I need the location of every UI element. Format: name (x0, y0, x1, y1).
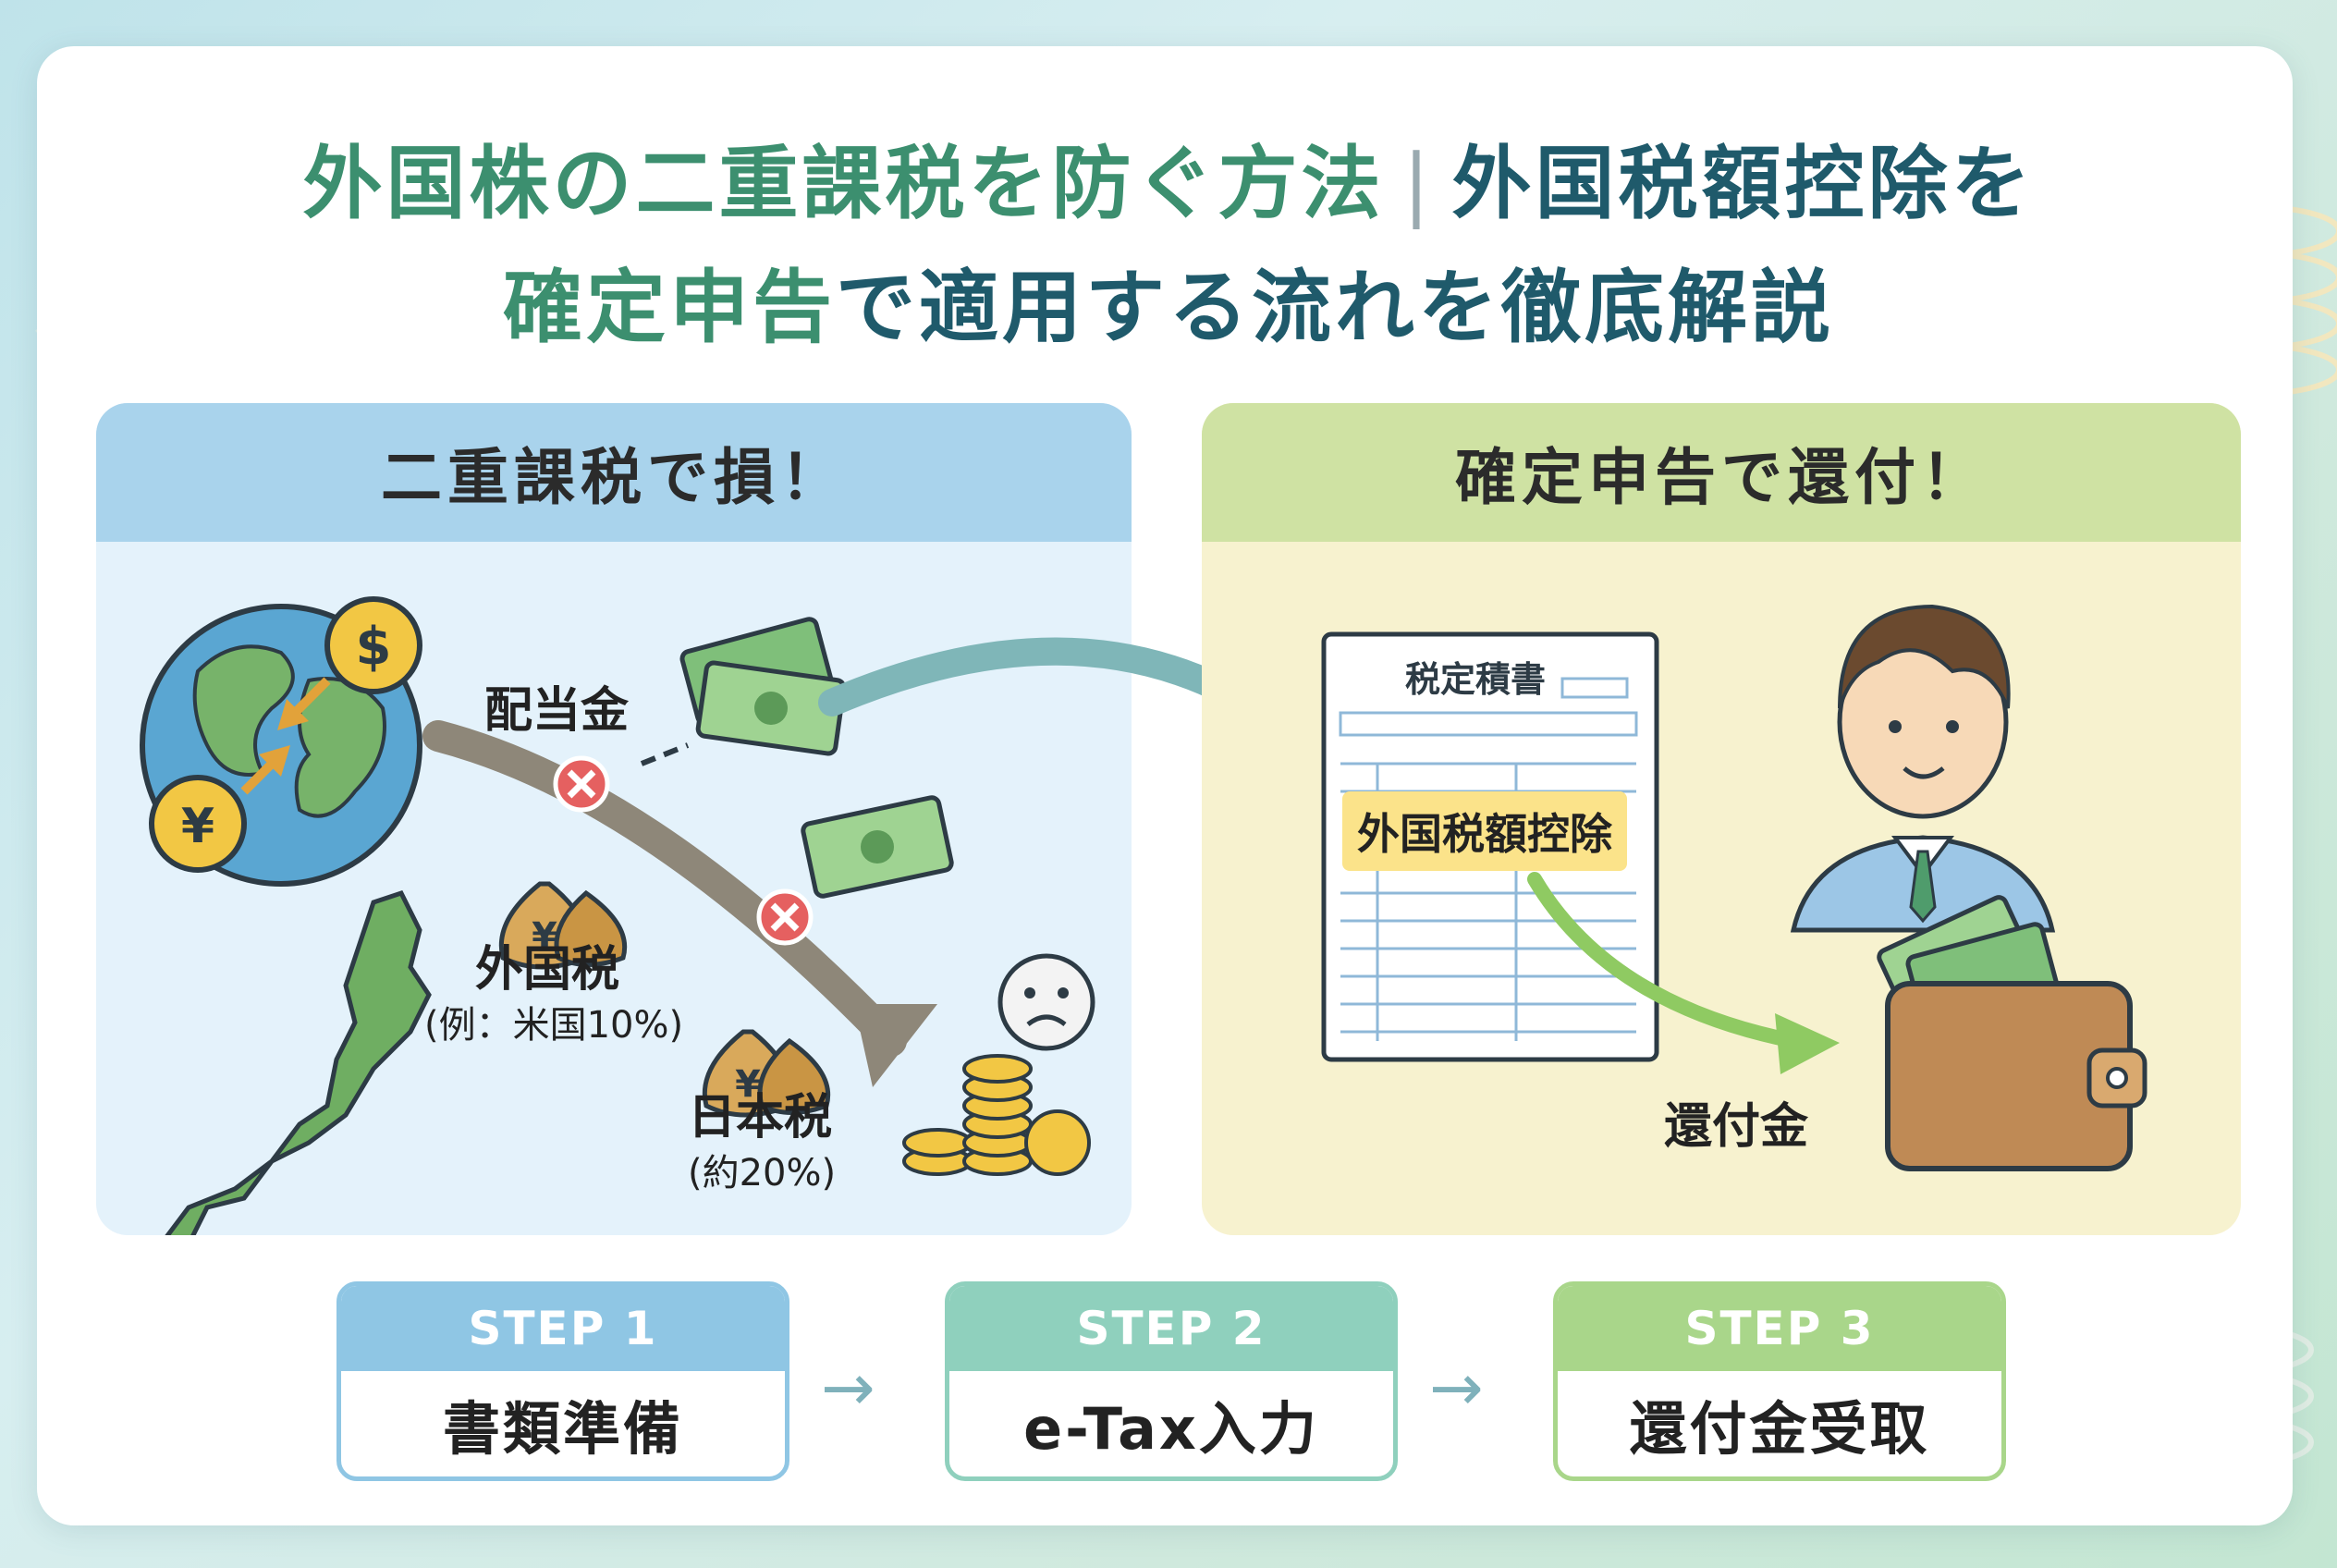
dividend-connector (640, 742, 690, 766)
arrow-in-icon (277, 677, 331, 730)
deduction-mark-icon-2 (756, 888, 814, 946)
dollar-coin-icon: $ (324, 596, 422, 694)
step-3-text: 還付金受取 (1629, 1395, 1930, 1463)
japan-map-icon (165, 889, 432, 1235)
title-part-4: で適用する流れを徹底解説 (836, 262, 1834, 354)
coin-stack-icon (902, 1054, 1091, 1176)
step-1-text: 書類準備 (442, 1395, 683, 1463)
foreign-tax-credit-highlight: 外国税額控除 (1342, 791, 1627, 871)
japan-tax-label: 日本税 (688, 1090, 833, 1145)
yen-coin-icon: ¥ (149, 775, 247, 873)
page-title-line-2: 確定申告で適用する流れを徹底解説 (0, 242, 2337, 358)
japan-tax-example: (約20%) (688, 1152, 837, 1194)
step-arrow-icon-2: → (1429, 1350, 1484, 1426)
step-1-card: STEP 1 書類準備 (336, 1281, 789, 1481)
step-2-label: STEP 2 (949, 1286, 1393, 1371)
step-3-label: STEP 3 (1558, 1286, 2001, 1371)
step-1-label: STEP 1 (341, 1286, 785, 1371)
double-taxation-illustration: $ ¥ (140, 596, 1095, 1235)
step-2-card: STEP 2 e-Tax入力 (945, 1281, 1398, 1481)
page-title-line-1: 外国株の二重課税を防ぐ方法|外国税額控除を (0, 118, 2337, 234)
svg-text:¥: ¥ (181, 799, 214, 854)
form-title: 税定積書 (1405, 659, 1547, 700)
svg-text:$: $ (356, 617, 392, 677)
title-part-3: 確定申告 (503, 262, 836, 354)
dividend-label: 配当金 (484, 683, 630, 739)
banknote-icon-2 (801, 795, 954, 899)
step-2-text: e-Tax入力 (1023, 1395, 1319, 1463)
svg-text:¥: ¥ (532, 915, 557, 958)
banknote-icon (679, 617, 847, 756)
foreign-tax-example: (例：米国10%) (424, 1004, 684, 1047)
step-arrow-icon: → (821, 1350, 875, 1426)
title-part-1: 外国株の二重課税を防ぐ方法 (302, 138, 1385, 230)
double-taxation-panel: 二重課税で損！ $ ¥ (96, 403, 1132, 1235)
money-bag-icon-2: ¥ (702, 1029, 831, 1118)
refund-label: 還付金 (1664, 1099, 1809, 1155)
tax-flow-arrow (422, 720, 907, 1057)
deduction-mark-icon (553, 755, 610, 813)
tax-flow-arrowhead (854, 1004, 937, 1087)
person-avatar (1790, 604, 2056, 933)
step-3-card: STEP 3 還付金受取 (1553, 1281, 2006, 1481)
sad-face-icon (997, 953, 1095, 1051)
arrow-out-icon (240, 745, 290, 795)
foreign-tax-label: 外国税 (475, 942, 620, 998)
tax-return-heading: 確定申告で還付！ (1202, 403, 2241, 542)
wallet-icon (1877, 895, 2147, 1171)
title-part-2: 外国税額控除を (1451, 138, 2035, 230)
svg-text:¥: ¥ (735, 1063, 761, 1106)
tax-return-panel: 確定申告で還付！ (1202, 403, 2241, 1235)
money-bag-icon: ¥ (498, 881, 628, 970)
refund-flow-arrowhead (1775, 1013, 1840, 1074)
title-separator: | (1402, 138, 1434, 230)
refund-flow-arrow (1527, 872, 1801, 1048)
double-taxation-heading: 二重課税で損！ (96, 403, 1132, 542)
